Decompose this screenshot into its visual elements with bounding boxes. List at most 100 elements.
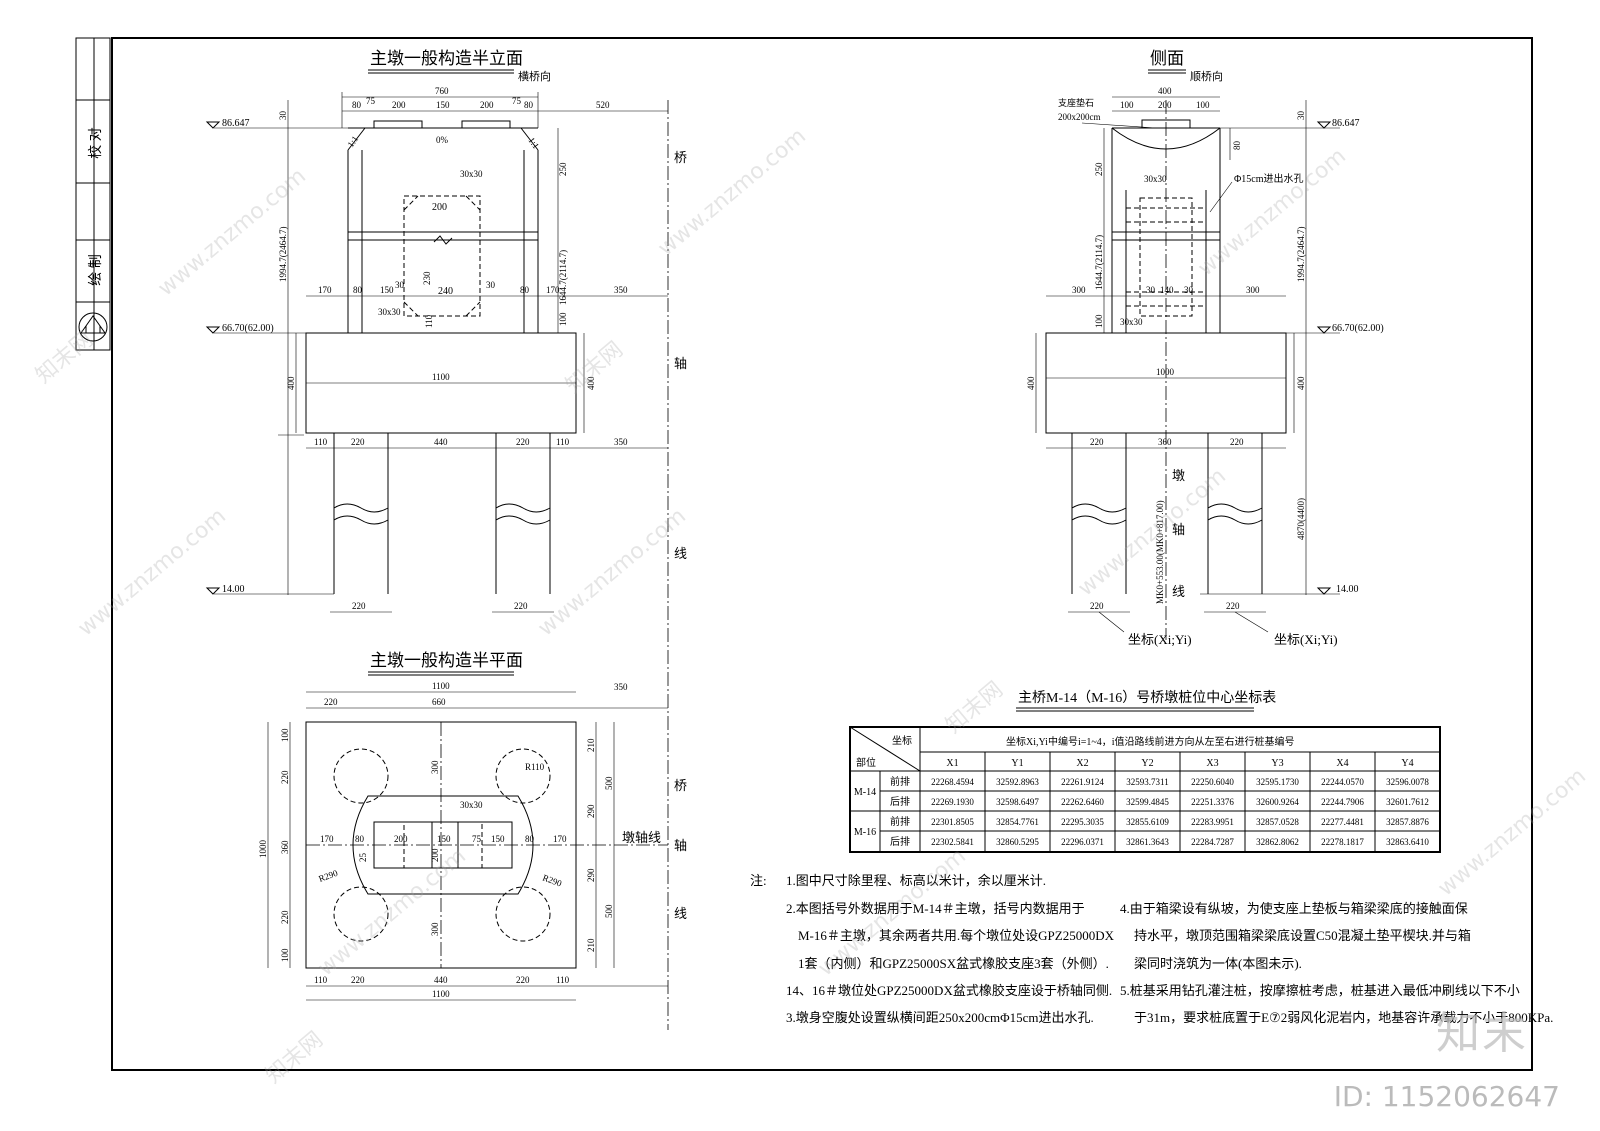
table-cell: 22277.4481 xyxy=(1321,817,1364,827)
elev-hole-30x30-b: 30x30 xyxy=(378,307,401,317)
side-pier-label: 墩 xyxy=(1172,468,1185,483)
note-2c: 1套（内侧）和GPZ25000SX盆式橡胶支座3套（外侧）. xyxy=(798,956,1109,971)
elev-slope: 0% xyxy=(436,135,449,145)
side-drain: Φ15cm进出水孔 xyxy=(1234,172,1304,185)
table-cell: 22301.8505 xyxy=(931,817,974,827)
axis-axis-1: 轴 xyxy=(674,356,687,371)
plan-b110b: 110 xyxy=(556,975,570,985)
table-header-y1: Y1 xyxy=(1011,758,1023,769)
plan-l360: 360 xyxy=(280,840,290,854)
plan-m150: 150 xyxy=(437,834,451,844)
elev-b170: 170 xyxy=(318,285,332,295)
elev-level-bottom: 14.00 xyxy=(222,584,245,595)
table-cell: 32599.4845 xyxy=(1126,797,1169,807)
elev-p110b: 110 xyxy=(556,437,570,447)
elev-dim-760: 760 xyxy=(435,86,449,96)
note-2b: M-16＃主墩，其余两者共用.每个墩位处设GPZ25000DX xyxy=(798,928,1115,943)
side-level-bottom: 14.00 xyxy=(1336,584,1359,595)
table-row-position: 后排 xyxy=(890,795,910,808)
elev-p220b: 220 xyxy=(516,437,530,447)
plan-title: 主墩一般构造半平面 xyxy=(370,651,523,670)
side-coord-a: 坐标(Xi;Yi) xyxy=(1128,632,1192,647)
side-s300b: 300 xyxy=(1246,285,1260,295)
table-header-y4: Y4 xyxy=(1401,758,1413,769)
side-s80: 80 xyxy=(1232,141,1242,151)
side-s400: 400 xyxy=(1158,86,1172,96)
plan-l100b: 100 xyxy=(280,948,290,962)
elev-dim-80a: 80 xyxy=(352,100,362,110)
elev-pb220b: 220 xyxy=(514,601,528,611)
plan-b110a: 110 xyxy=(314,975,328,985)
table-cell: 32600.9264 xyxy=(1256,797,1299,807)
plan-r210a: 210 xyxy=(586,738,596,752)
side-p220a: 220 xyxy=(1090,437,1104,447)
plan-left-dimlines xyxy=(267,722,291,968)
side-pb220a: 220 xyxy=(1090,601,1104,611)
note-2d: 14、16＃墩位处GPZ25000DX盆式橡胶支座设于桥轴同侧. xyxy=(786,983,1112,998)
plan-pier-axis: 墩轴线 xyxy=(622,830,661,845)
table-cell: 22261.9124 xyxy=(1061,777,1104,787)
side-s100b: 100 xyxy=(1196,100,1210,110)
side-s1994: 1994.7(2464.7) xyxy=(1296,227,1306,283)
plan-b440: 440 xyxy=(434,975,448,985)
note-4a: 4.由于箱梁设有纵坡，为使支座上垫板与箱梁梁底的接触面保 xyxy=(1120,901,1468,916)
notes-label: 注: xyxy=(750,873,767,888)
side-s30c: 30 xyxy=(1184,285,1194,295)
elev-dim-200b: 200 xyxy=(480,100,494,110)
table-cell: 32854.7761 xyxy=(996,817,1039,827)
elev-p220: 220 xyxy=(351,437,365,447)
side-left-dimlines xyxy=(1103,100,1340,595)
axis-line-2: 线 xyxy=(674,906,687,921)
plan-R290b: R290 xyxy=(541,872,563,888)
side-s100a: 100 xyxy=(1120,100,1134,110)
side-coord-b: 坐标(Xi;Yi) xyxy=(1274,632,1338,647)
table-corner-top: 坐标 xyxy=(892,735,912,747)
note-5a: 5.桩基采用钻孔灌注桩，按摩擦桩考虑，桩基进入最低冲刷线以下不小 xyxy=(1120,983,1520,998)
side-direction: 顺桥向 xyxy=(1190,69,1223,83)
side-hole: 30x30 xyxy=(1144,174,1167,184)
table-cell: 22268.4594 xyxy=(931,777,974,787)
plan-t1100: 1100 xyxy=(432,681,450,691)
elev-p440: 440 xyxy=(434,437,448,447)
table-cell: 22269.1930 xyxy=(931,797,974,807)
side-s250: 250 xyxy=(1094,162,1104,176)
table-cell: 32857.8876 xyxy=(1386,817,1429,827)
table-header-x4: X4 xyxy=(1336,758,1348,769)
plan-m170b: 170 xyxy=(553,834,567,844)
side-bearing: 支座垫石 xyxy=(1058,97,1094,108)
elev-hole-230: 230 xyxy=(422,271,432,285)
plan-v300a: 300 xyxy=(430,760,440,774)
elev-hole-240: 240 xyxy=(438,286,453,297)
side-cap-400: 400 xyxy=(1026,376,1036,390)
plan-r290a: 290 xyxy=(586,804,596,818)
elev-dim-150: 150 xyxy=(436,100,450,110)
check-label: 校 对 xyxy=(87,127,104,159)
table-cell: 22262.6460 xyxy=(1061,797,1104,807)
table-cell: 32860.5295 xyxy=(996,837,1039,847)
table-cell: 22302.5841 xyxy=(931,837,974,847)
table-cell: 22250.6040 xyxy=(1191,777,1234,787)
table-header-x3: X3 xyxy=(1206,758,1218,769)
elev-dim-75a: 75 xyxy=(366,96,376,106)
axis-line-1: 线 xyxy=(674,546,687,561)
side-s1644: 1644.7(2114.7) xyxy=(1094,235,1104,290)
elevation-direction: 横桥向 xyxy=(518,69,551,83)
elev-b150: 150 xyxy=(380,285,394,295)
side-s140: 140 xyxy=(1160,285,1174,295)
plan-b220a: 220 xyxy=(351,975,365,985)
table-cell: 32857.0528 xyxy=(1256,817,1299,827)
side-cap-1000: 1000 xyxy=(1156,367,1175,377)
note-4c: 梁同时浇筑为一体(本图未示). xyxy=(1134,956,1302,971)
table-cell: 32855.6109 xyxy=(1126,817,1169,827)
table-corner-bottom: 部位 xyxy=(856,756,876,769)
plan-r290b: 290 xyxy=(586,868,596,882)
table-row-position: 前排 xyxy=(890,775,910,788)
table-cell: 32596.0078 xyxy=(1386,777,1429,787)
plan-v300b: 300 xyxy=(430,922,440,936)
elevation-pier-outline xyxy=(347,120,539,333)
plan-pier-section xyxy=(306,722,668,968)
elev-piles xyxy=(330,433,554,613)
notes-block: 注: 1.图中尺寸除里程、标高以米计，余以厘米计. 2.本图括号外数据用于M-1… xyxy=(750,873,1553,1025)
plan-m150b: 150 xyxy=(491,834,505,844)
